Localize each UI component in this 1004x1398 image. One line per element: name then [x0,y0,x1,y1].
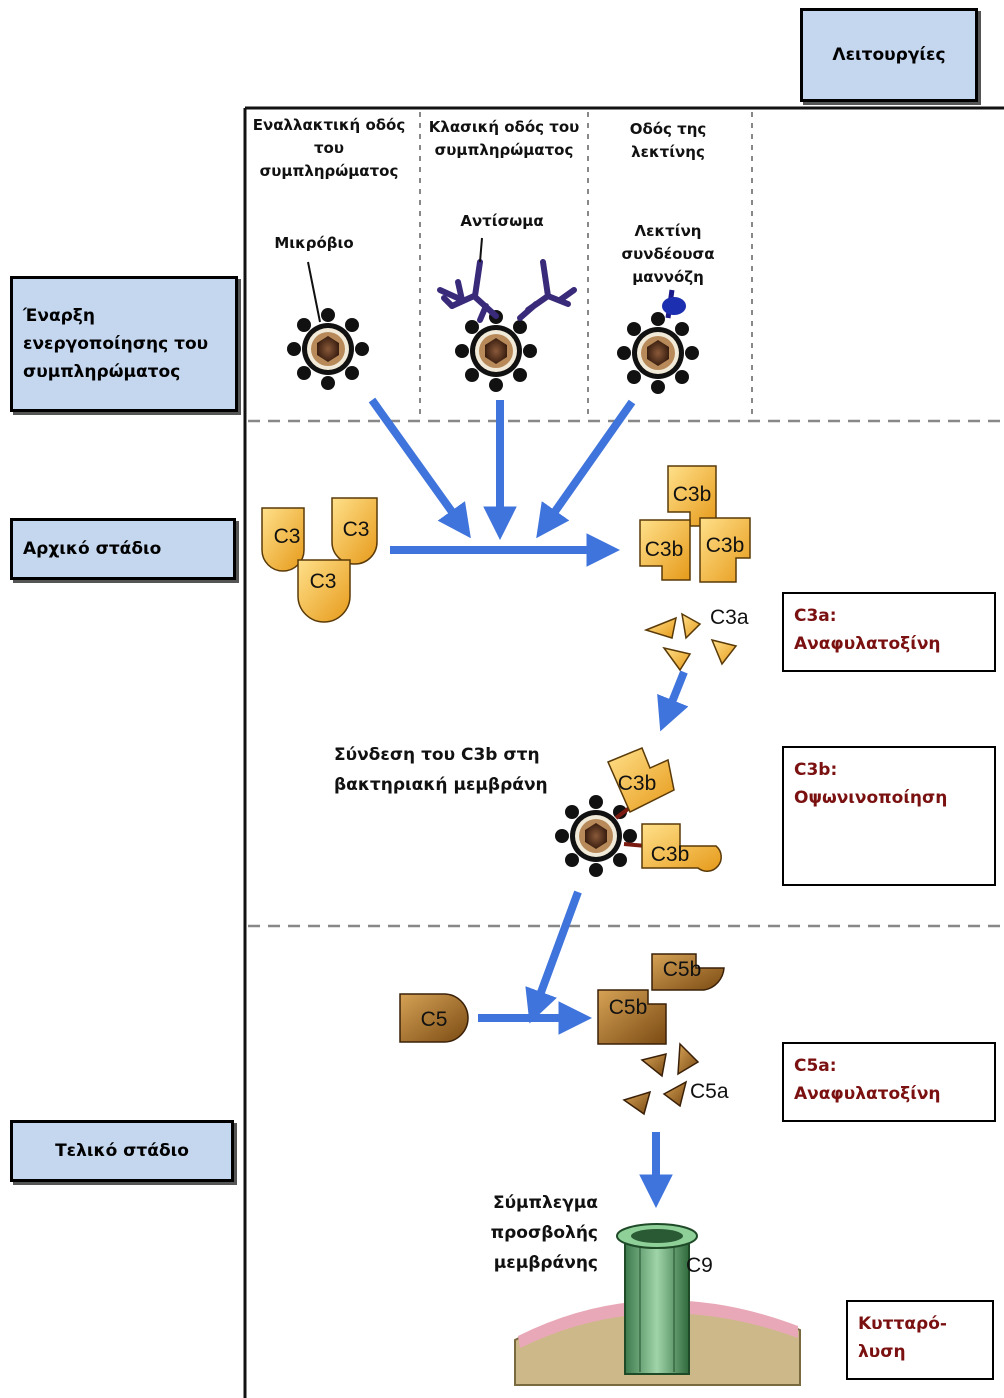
c3-molecule [261,507,305,572]
functions-header: Λειτουργίες [800,8,978,102]
c5b-molecules [597,953,725,1045]
c3-molecule [331,497,378,565]
c5b-label: C5b [663,958,702,981]
stage-late: Τελικό στάδιο [10,1120,234,1182]
function-c5a-label: C5a: Αναφυλατοξίνη [794,1056,941,1104]
c5a-fragments [622,1042,700,1116]
c3b-label: C3b [673,483,712,506]
stage-initiation: Έναρξη ενεργοποίησης του συμπληρώματος [10,276,238,412]
stage-late-label: Τελικό στάδιο [55,1141,189,1161]
stage-initiation-label: Έναρξη ενεργοποίησης του συμπληρώματος [23,306,209,382]
function-c3b: C3b: Οψωνινοποίηση [782,746,996,886]
pathway-classical: Κλασική οδός του συμπληρώματος [428,118,580,159]
c3b-molecules [639,465,751,583]
c3-molecule [297,559,351,623]
function-c3a: C3a: Αναφυλατοξίνη [782,592,996,672]
c9-label: C9 [686,1254,713,1277]
function-lysis-label: Κυτταρό- λυση [858,1314,947,1362]
mac-channel [616,1223,698,1375]
microbe-alternative [287,308,369,390]
function-c5a: C5a: Αναφυλατοξίνη [782,1042,996,1122]
lectin-icon [662,289,686,319]
microbe-lectin [617,312,699,394]
function-c3b-label: C3b: Οψωνινοποίηση [794,760,948,808]
antibody-icon [437,259,577,323]
c5-label: C5 [421,1008,448,1031]
c5a-label: C5a [690,1080,729,1103]
antibody-pointer [479,237,483,263]
mbl-label: Λεκτίνη συνδέουσα μαννόζη [621,222,715,286]
c3b-label: C3b [645,538,684,561]
c3-label: C3 [274,525,301,548]
c5b-molecule [651,953,725,991]
function-lysis: Κυτταρό- λυση [846,1300,994,1380]
microbe-opsonized [555,795,637,877]
functions-header-label: Λειτουργίες [832,45,946,65]
function-c3a-label: C3a: Αναφυλατοξίνη [794,606,941,654]
c3b-molecule [607,747,675,814]
c3b-binding-label: Σύνδεση του C3b στη βακτηριακή μεμβράνη [334,745,548,795]
c3a-fragments [643,612,738,672]
pathway-alternative: Εναλλακτική οδός του συμπληρώματος [252,116,406,180]
c5-molecule [399,993,469,1043]
pathway-lectin: Οδός της λεκτίνης [629,120,707,161]
c5b-label: C5b [609,996,648,1019]
stage-early-label: Αρχικό στάδιο [23,539,162,559]
c3-molecules [261,497,378,623]
c3b-molecule [699,517,751,583]
microbe-label: Μικρόβιο [274,234,354,252]
c3a-label: C3a [710,606,749,629]
antibody-label: Αντίσωμα [460,212,544,230]
bound-c3b [607,747,722,872]
c3b-label: C3b [651,843,690,866]
c5b-molecule [597,989,667,1045]
main-frame [243,106,1004,1398]
c3-label: C3 [310,570,337,593]
c3b-label: C3b [618,772,657,795]
arrows [368,397,689,1209]
c3b-molecule [641,823,722,872]
mac-label: Σύμπλεγμα προσβολής μεμβράνης [490,1193,598,1273]
stage-early: Αρχικό στάδιο [10,518,236,580]
c3-label: C3 [343,518,370,541]
microbe-classical [455,310,537,392]
microbe-pointer [307,261,321,323]
c3b-label: C3b [706,534,745,557]
c3b-molecule [639,519,691,581]
